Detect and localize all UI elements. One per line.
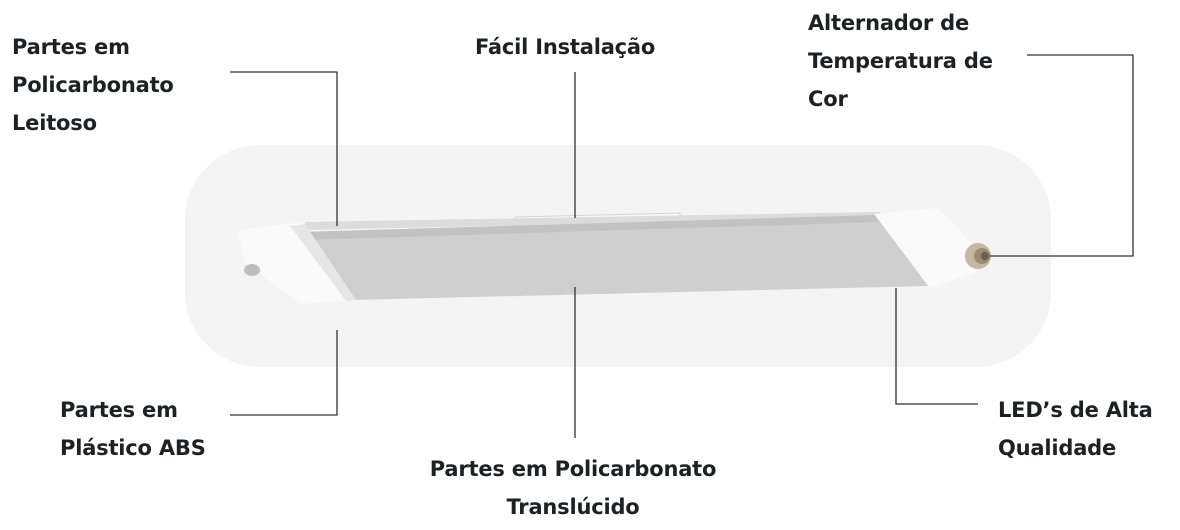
translucent-diffuser [300,215,928,300]
label-line: LED’s de Alta [998,398,1153,422]
left-connector [244,264,260,276]
label-line: Partes em [12,35,130,59]
label-line: Partes em Policarbonato [429,457,717,481]
leader-line-abs-plastic [230,330,338,416]
label-line: Temperatura de [808,49,993,73]
label-line: Translúcido [506,495,640,519]
label-easy-install: Fácil Instalação [475,28,655,66]
label-line: Policarbonato [12,73,174,97]
led-luminaire-image [238,208,991,304]
label-color-temp-switch: Alternador de Temperatura de Cor [808,4,993,118]
label-abs-plastic: Partes em Plástico ABS [60,391,206,467]
leader-line-milky-polycarbonate [230,71,338,226]
label-translucent-polycarbonate: Partes em Policarbonato Translúcido [413,450,733,526]
label-high-quality-leds: LED’s de Alta Qualidade [998,391,1153,467]
label-line: Cor [808,87,848,111]
label-line: Fácil Instalação [475,35,656,59]
leader-line-leds [895,288,978,405]
label-line: Partes em [60,398,178,422]
leader-line-color-temp [990,54,1134,257]
label-line: Qualidade [998,436,1117,460]
left-end-cap [238,222,356,304]
label-line: Plástico ABS [60,436,206,460]
diffuser-top-edge [305,212,880,230]
label-milky-polycarbonate: Partes em Policarbonato Leitoso [12,28,174,142]
label-line: Alternador de [808,11,970,35]
leader-lines [230,54,1134,438]
right-end-cap [874,208,978,288]
label-line: Leitoso [12,111,97,135]
